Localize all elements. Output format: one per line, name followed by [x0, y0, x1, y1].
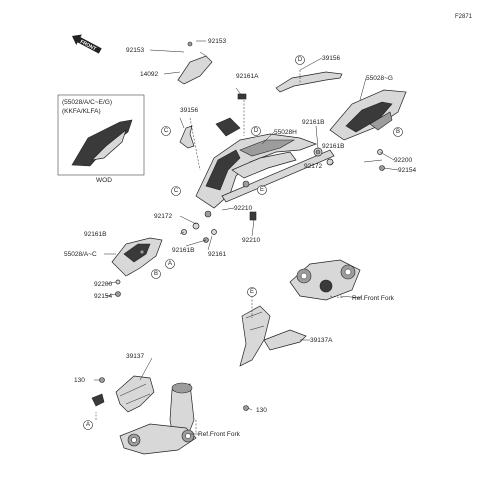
- callout-b-right: B: [393, 127, 403, 137]
- label-92161A: 92161A: [236, 73, 259, 80]
- svg-text:E: E: [250, 289, 254, 295]
- callout-e-mid: E: [257, 185, 267, 195]
- svg-text:A: A: [168, 261, 172, 267]
- diagram-code: F2871: [455, 14, 473, 20]
- label-92154-right: 92154: [398, 167, 416, 174]
- callout-d-top: D: [295, 55, 305, 65]
- callout-a-mid: A: [165, 259, 175, 269]
- label-92172-2: 92172: [154, 213, 172, 220]
- label-92200-left: 92200: [94, 281, 112, 288]
- trim-strip-39156: [275, 71, 343, 93]
- label-92210-2: 92210: [242, 237, 260, 244]
- inset-line-2: (KKFA/KLFA): [62, 108, 101, 115]
- label-92153-top: 92153: [208, 38, 226, 45]
- bracket-39137A: [239, 305, 307, 367]
- callout-c-lower: C: [171, 186, 181, 196]
- svg-text:D: D: [254, 128, 259, 134]
- part-labels: 92153 92153 14092 92161A 39156 55028~G 3…: [64, 38, 416, 438]
- upper-bracket-14092: [177, 41, 213, 85]
- label-92161B-2: 92161B: [322, 143, 344, 150]
- callout-b-left: B: [151, 269, 161, 279]
- bolt-130-right: [243, 405, 249, 411]
- label-92161: 92161: [208, 251, 226, 258]
- svg-text:B: B: [154, 271, 158, 277]
- callout-e-lower: E: [247, 287, 257, 297]
- label-14092: 14092: [140, 71, 158, 78]
- variant-inset: (55028/A/C~E/G) (KKFA/KLFA) WOD: [57, 94, 145, 184]
- label-55028AC: 55028/A~C: [64, 251, 97, 258]
- label-92172-1: 92172: [304, 163, 322, 170]
- side-cowl-55028AC: [111, 237, 163, 277]
- label-92161B-left: 92161B: [84, 231, 106, 238]
- label-39156-top: 39156: [322, 55, 340, 62]
- upper-fairing-assembly: [195, 117, 317, 209]
- label-92161B-low: 92161B: [172, 247, 194, 254]
- svg-text:E: E: [260, 187, 264, 193]
- fasteners: [115, 149, 385, 297]
- label-92210-1: 92210: [234, 205, 252, 212]
- bracket-39137: [91, 375, 155, 413]
- label-55028H: 55028H: [274, 129, 297, 136]
- trim-39156-small: [179, 125, 195, 149]
- label-92200-right: 92200: [394, 157, 412, 164]
- label-39137: 39137: [126, 353, 144, 360]
- inset-caption: WOD: [96, 177, 112, 184]
- bolt-130-left: [99, 377, 105, 383]
- upper-fork-clamp: [289, 259, 361, 301]
- callout-circles: D C D B C E B A E A: [83, 55, 403, 430]
- label-130-left: 130: [74, 377, 85, 384]
- label-92161B-1: 92161B: [302, 119, 324, 126]
- label-92154-left: 92154: [94, 293, 112, 300]
- label-ref-front-fork-2: Ref.Front Fork: [198, 431, 241, 438]
- front-label: FRONT: [79, 39, 97, 52]
- svg-text:C: C: [164, 128, 169, 134]
- label-92153-left: 92153: [126, 47, 144, 54]
- callout-d-mid: D: [251, 126, 261, 136]
- lower-fork-assembly: [119, 382, 197, 455]
- svg-text:A: A: [86, 422, 90, 428]
- front-arrow-icon: FRONT: [72, 34, 102, 54]
- label-55028G: 55028~G: [366, 75, 393, 82]
- svg-text:B: B: [396, 129, 400, 135]
- inset-line-1: (55028/A/C~E/G): [62, 99, 112, 106]
- label-130-right: 130: [256, 407, 267, 414]
- callout-c-left: C: [161, 126, 171, 136]
- leader-lines: [94, 40, 399, 435]
- dashed-guides: [95, 70, 345, 434]
- stay-bar: [221, 147, 335, 203]
- clip-92161A: [237, 93, 247, 100]
- label-39137A: 39137A: [310, 337, 333, 344]
- svg-text:C: C: [174, 188, 179, 194]
- label-ref-front-fork-1: Ref.Front Fork: [352, 295, 395, 302]
- side-cowl-55028G: [329, 89, 407, 141]
- label-39156-mid: 39156: [180, 107, 198, 114]
- callout-a-lower: A: [83, 420, 93, 430]
- svg-text:D: D: [298, 57, 303, 63]
